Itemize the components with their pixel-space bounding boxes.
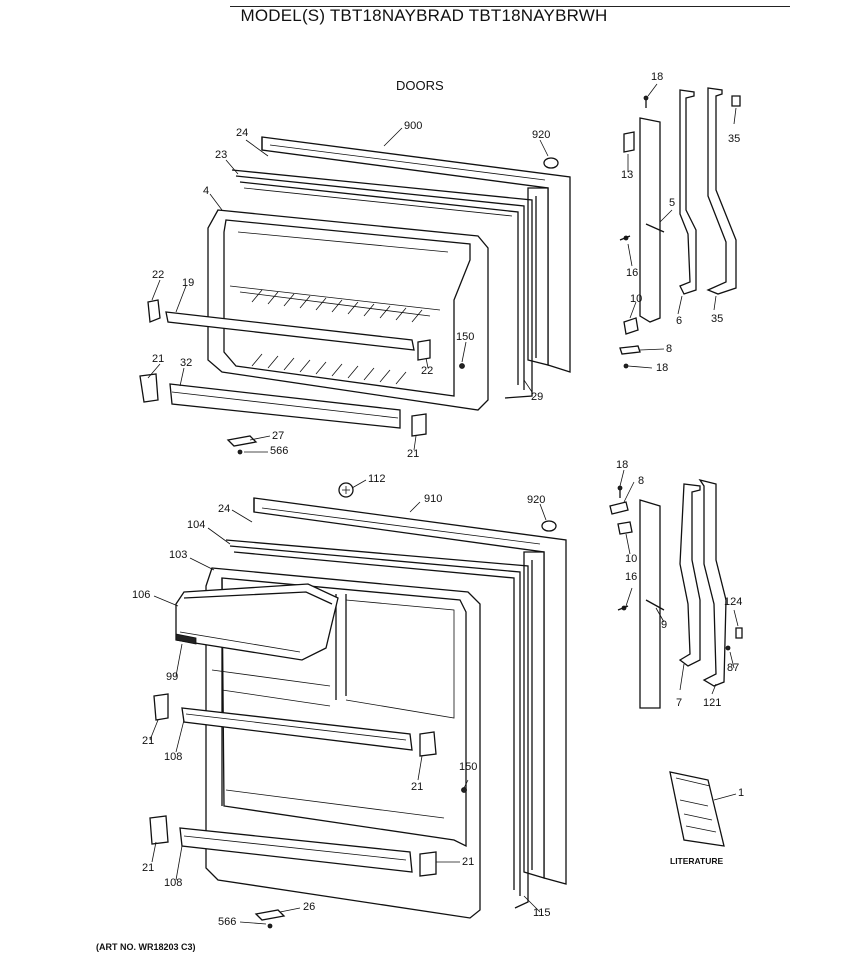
leader-lines <box>147 83 739 925</box>
callout-label: 108 <box>164 877 183 889</box>
callout-label: 150 <box>459 761 478 773</box>
callout-label: 1 <box>738 787 745 799</box>
callout-label: 124 <box>724 596 743 608</box>
header-rule <box>230 6 790 7</box>
callout-label: 87 <box>727 662 740 674</box>
callout-label: 18 <box>616 459 629 471</box>
section-title: DOORS <box>396 78 444 93</box>
callout-label: 115 <box>533 907 551 919</box>
callout-label: 10 <box>630 293 643 305</box>
callout-label: 23 <box>215 149 228 161</box>
callout-label: 900 <box>404 120 423 132</box>
callout-label: 35 <box>728 133 741 145</box>
fresh-food-door-assembly <box>149 482 567 929</box>
callout-label: 19 <box>182 277 195 289</box>
art-number: (ART NO. WR18203 C3) <box>96 942 196 952</box>
callout-label: 99 <box>166 671 179 683</box>
callout-label: 9 <box>661 619 668 631</box>
callout-label: 16 <box>625 571 638 583</box>
callout-label: 18 <box>656 362 669 374</box>
callout-label: 18 <box>651 71 664 83</box>
callout-label: 106 <box>132 589 151 601</box>
callout-label: 104 <box>187 519 206 531</box>
callout-label: 27 <box>272 430 285 442</box>
callout-label: 566 <box>218 916 237 928</box>
callout-label: 5 <box>669 197 676 209</box>
callout-label: 6 <box>676 315 683 327</box>
page-title: MODEL(S) TBT18NAYBRAD TBT18NAYBRWH <box>240 6 608 25</box>
callout-label: 32 <box>180 357 193 369</box>
callout-label: 26 <box>303 901 316 913</box>
freezer-door-assembly <box>139 136 571 455</box>
callout-label: 920 <box>532 129 551 141</box>
callout-label: 16 <box>626 267 639 279</box>
callout-label: 7 <box>676 697 683 709</box>
literature-label: LITERATURE <box>670 856 724 866</box>
callout-label: 920 <box>527 494 546 506</box>
callout-label: 22 <box>152 269 165 281</box>
callout-label: 21 <box>152 353 165 365</box>
callout-label: 24 <box>236 127 249 139</box>
callout-label: 566 <box>270 445 289 457</box>
fresh-food-hinge-hardware <box>609 478 743 847</box>
callout-label: 108 <box>164 751 183 763</box>
callout-label: 24 <box>218 503 231 515</box>
callout-label: 22 <box>421 365 434 377</box>
callout-label: 112 <box>368 473 386 485</box>
callout-label: 10 <box>625 553 638 565</box>
callout-label: 8 <box>638 475 645 487</box>
callout-label: 121 <box>703 697 722 709</box>
callout-label: 21 <box>142 862 155 874</box>
callout-label: 8 <box>666 343 673 355</box>
callout-label: 35 <box>711 313 724 325</box>
callout-label: 29 <box>531 391 544 403</box>
callout-label: 103 <box>169 549 188 561</box>
callout-label: 21 <box>142 735 155 747</box>
callout-label: 150 <box>456 331 475 343</box>
callout-label: 21 <box>462 856 475 868</box>
callout-label: 13 <box>621 169 634 181</box>
callout-label: 4 <box>203 185 210 197</box>
callout-label: 21 <box>411 781 424 793</box>
callout-label: 21 <box>407 448 420 460</box>
freezer-hinge-hardware <box>619 87 741 369</box>
callout-label: 910 <box>424 493 443 505</box>
